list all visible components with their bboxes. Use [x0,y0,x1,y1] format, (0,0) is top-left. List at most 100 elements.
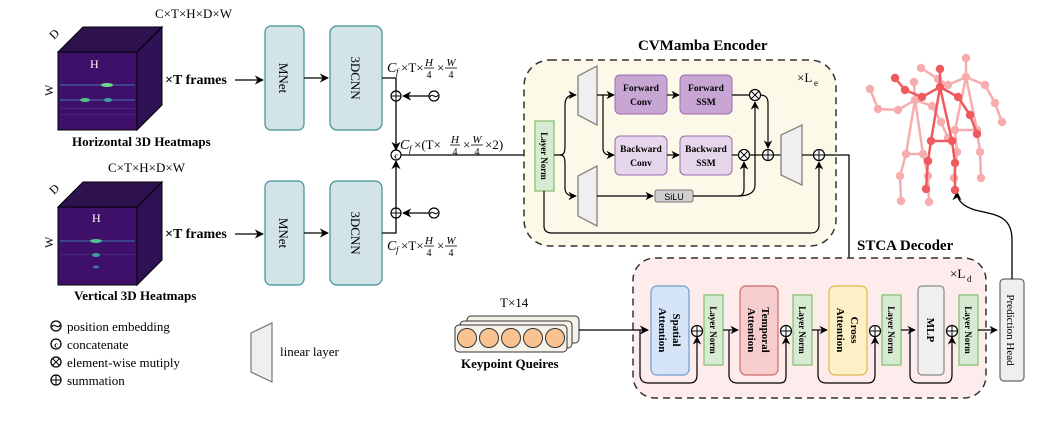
svg-text:4: 4 [475,147,480,158]
svg-text:H: H [424,57,434,69]
skeleton-joint [924,197,934,207]
temporal-attention-block: Temporal Attention [739,285,779,376]
vertical-heatmap-cube: C×T×H×D×W H D W Vertical 3D Heatmaps [42,160,196,303]
svg-text:SSM: SSM [696,98,716,108]
spatial-attention-block: Spatial Attention [650,285,690,376]
horizontal-frames-label: ×T frames [165,73,227,88]
queries-caption: Keypoint Queires [461,356,559,371]
vertical-shape-label: C×T×H×D×W [108,160,186,175]
position-embedding-icon [50,320,62,332]
skeleton-joint [935,82,945,92]
encoder-repeat-sub: e [814,78,818,88]
skeleton-joint [950,158,960,168]
concat-shape: C f ×(T× H 4 × W 4 ×2) [400,134,503,158]
skeleton-joint [990,98,1000,108]
skeleton-joint [976,173,986,183]
skeleton-joint [950,125,960,135]
skeleton-output [865,53,1007,207]
feature-shape-bottom: C f ×T× H 4 × W 4 [387,235,457,259]
svg-text:Conv: Conv [630,98,652,108]
arrow-ln-to-linear-top [554,90,577,156]
svg-text:W: W [446,57,456,69]
arrow-temporal-residual [728,330,791,384]
skeleton-bone [924,160,930,190]
skeleton-joint [972,129,982,139]
horizontal-axis-d: D [46,26,62,42]
svg-text:Forward: Forward [623,84,660,94]
position-embedding-icon [428,90,440,102]
horizontal-axis-w: W [42,84,56,96]
skeleton-bone [938,86,954,142]
legend-label-1: concatenate [67,337,129,352]
vertical-axis-d: D [46,181,62,197]
skeleton-bone [929,86,942,142]
arrow-head-to-skeleton [952,191,1013,279]
arrow-to-backward-conv [602,95,615,160]
arrow-ln-to-linear-bottom [559,154,577,201]
svg-text:Temporal: Temporal [759,307,771,352]
skeleton-joint [910,95,920,105]
decoder-layer-norm-4: Layer Norm [958,294,979,366]
svg-text:4: 4 [453,147,458,158]
arrow-encoder-residual [543,161,824,234]
svg-text:4: 4 [449,248,454,259]
summation-icon [945,324,959,338]
skeleton-person-1 [865,77,953,207]
skeleton-joint [965,110,975,120]
svg-text:4: 4 [427,70,432,81]
svg-text:×: × [437,60,444,75]
svg-text:SSM: SSM [696,159,716,169]
svg-text:×: × [463,137,470,152]
skeleton-joint [936,117,946,127]
backward-ssm-block: Backward SSM [679,135,733,176]
concatenate-icon: c [50,338,62,350]
skeleton-joint [926,136,936,146]
svg-text:Attention: Attention [834,308,846,353]
element-wise-multiply-icon [748,88,762,102]
element-wise-multiply-icon [737,148,751,162]
skeleton-joint [909,77,919,87]
skeleton-joint [961,72,971,82]
summation-icon [812,148,826,162]
svg-text:H: H [424,235,434,247]
svg-text:×: × [437,238,444,253]
skeleton-bone [978,151,983,179]
feature-shape-top: C f ×T× H 4 × W 4 [387,57,457,81]
svg-text:SiLU: SiLU [664,192,684,202]
encoder-linear-bottom [577,165,598,227]
cnn-bottom-block: 3DCNN [329,180,383,286]
linear-layer-icon [250,322,273,383]
summation-icon [761,148,775,162]
arrow-cnn-top-to-concat [382,77,401,151]
skeleton-joint [865,84,875,94]
svg-text:MLP: MLP [924,318,936,343]
legend-label-2: element-wise mutiply [67,355,181,370]
summation-icon [390,207,402,219]
query-token [501,328,521,348]
decoder-repeat: ×L [950,266,965,281]
svg-text:Layer Norm: Layer Norm [797,306,807,354]
cnn-top-block: 3DCNN [329,25,383,131]
svg-text:×(T×: ×(T× [414,137,441,152]
decoder-layer-norm-1: Layer Norm [703,294,724,366]
arrow-encoder-to-cross-attention [824,154,854,276]
summation-icon [779,324,793,338]
svg-text:c: c [394,152,398,161]
skeleton-joint [916,63,926,73]
svg-text:f: f [409,144,413,154]
cnn-top-label: 3DCNN [348,56,363,100]
encoder-repeat: ×L [797,70,812,85]
skeleton-joint [935,64,945,74]
svg-text:C: C [387,61,397,76]
encoder-title: CVMamba Encoder [638,38,768,54]
cnn-bottom-label: 3DCNN [348,211,363,255]
skeleton-joint [923,156,933,166]
skeleton-joint [918,149,928,159]
decoder-layer-norm-3: Layer Norm [881,294,902,366]
svg-text:Cross: Cross [848,317,860,344]
skeleton-joint [896,196,906,206]
skeleton-joint [961,53,971,63]
skeleton-joint [890,73,900,83]
skeleton-joint [953,92,963,102]
skeleton-joint [895,171,905,181]
